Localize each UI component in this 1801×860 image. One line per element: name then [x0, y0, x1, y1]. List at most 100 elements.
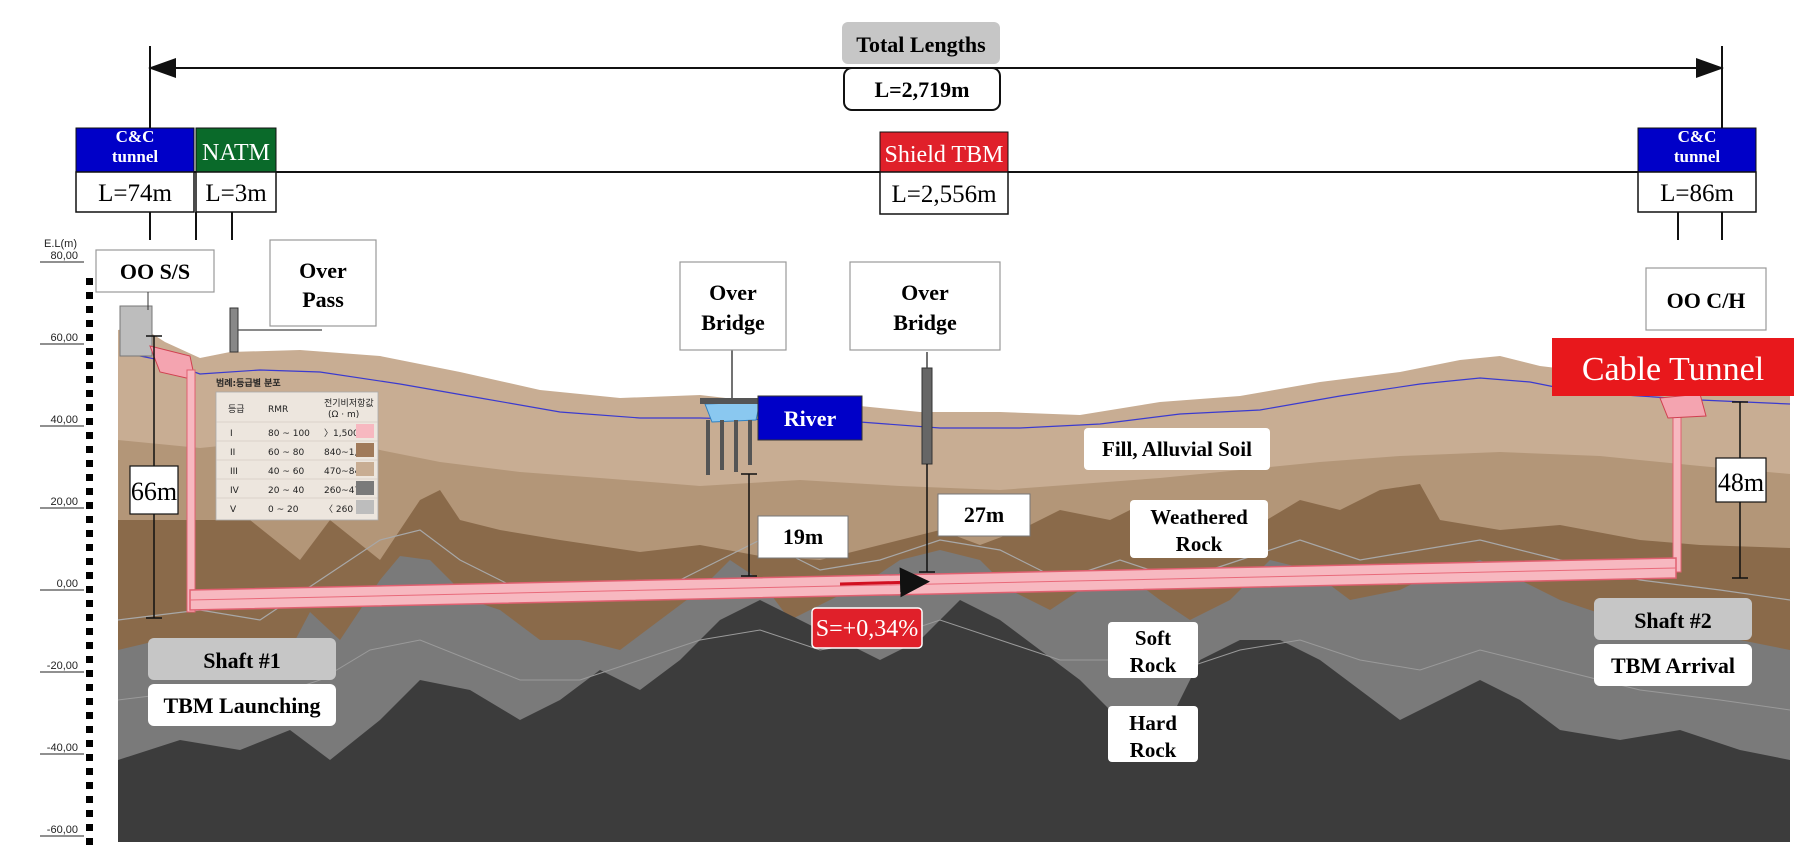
scale-bar-segment — [86, 530, 93, 537]
contour-line — [117, 529, 1791, 621]
scale-bar-segment — [86, 418, 93, 425]
axis-tick-label: 40,00 — [50, 414, 78, 426]
scale-bar-segment — [86, 838, 93, 845]
axis-title: E.L(m) — [44, 238, 77, 250]
legend-title: 범례:등급별 분포 — [216, 377, 281, 389]
total-length-value: L=2,719m — [874, 77, 969, 102]
legend-swatch — [356, 443, 374, 457]
ss-label: OO S/S — [95, 249, 215, 310]
tunnel — [189, 557, 1677, 611]
river-bridge-piers — [700, 350, 764, 475]
over-pass-label: Over Pass — [269, 239, 377, 327]
legend-cell: 470~840 — [324, 467, 366, 477]
slope-text: S=+0,34% — [816, 616, 918, 642]
legend-cell: 80 ~ 100 — [268, 429, 310, 439]
shaft-1 — [119, 305, 196, 613]
scale-bar-segment — [86, 446, 93, 453]
scale-bar-segment — [86, 432, 93, 439]
legend-cell: 〈 260 — [324, 504, 353, 515]
legend-cell: 20 ~ 40 — [268, 486, 304, 496]
cc-left-length: L=74m — [98, 180, 172, 207]
legend-header-rmr: RMR — [268, 405, 288, 415]
axis-tick-label: 20,00 — [50, 496, 78, 508]
scale-bar-segment — [86, 362, 93, 369]
weathered-line-1: Weathered — [1150, 505, 1248, 529]
scale-bar-segment — [86, 726, 93, 733]
hard-line-1: Hard — [1129, 711, 1177, 735]
over-bridge-2-label: Over Bridge — [849, 261, 1001, 351]
scale-bar-segment — [86, 642, 93, 649]
over-pass-line-2: Pass — [302, 287, 344, 312]
shaft-2-label: Shaft #2 TBM Arrival — [1594, 598, 1752, 686]
natm-name: NATM — [202, 140, 270, 166]
natm-length: L=3m — [205, 180, 267, 207]
legend-swatch — [356, 500, 374, 514]
weathered-rock-label: Weathered Rock — [1130, 500, 1268, 558]
river-text: River — [784, 406, 837, 431]
geology-layers — [117, 326, 1791, 842]
fill-soil-text: Fill, Alluvial Soil — [1102, 437, 1252, 461]
legend-cell: IV — [230, 486, 240, 496]
shaft-1-subtitle: TBM Launching — [163, 693, 320, 718]
axis-tick-label: 60,00 — [50, 332, 78, 344]
legend-cell: 60 ~ 80 — [268, 448, 304, 458]
soft-rock-label: Soft Rock — [1108, 622, 1198, 678]
pier — [734, 420, 738, 472]
total-lengths-title: Total Lengths — [856, 32, 986, 57]
river-water — [704, 401, 761, 423]
scale-bar-segment — [86, 334, 93, 341]
dim-48m: 48m — [1715, 401, 1767, 579]
ch-label-text: OO C/H — [1667, 288, 1746, 313]
legend-cell: III — [230, 467, 238, 477]
over-bridge-2-pier — [921, 352, 933, 465]
scale-bar-segment — [86, 600, 93, 607]
over-bridge-2-line-1: Over — [901, 280, 949, 305]
over-bridge-2-line-2: Bridge — [893, 310, 957, 335]
scale-bar-segment — [86, 754, 93, 761]
ss-label-text: OO S/S — [120, 259, 190, 284]
weathered-line-2: Rock — [1176, 532, 1223, 556]
over-bridge-1-label: Over Bridge — [679, 261, 787, 351]
scale-bar-segment — [86, 320, 93, 327]
soft-line-2: Rock — [1130, 653, 1177, 677]
scale-bar-segment — [86, 810, 93, 817]
dim-66m: 66m — [129, 335, 179, 619]
scale-bar-segment — [86, 306, 93, 313]
legend-header-unit: (Ω · m) — [328, 410, 359, 420]
shield-length: L=2,556m — [891, 181, 997, 208]
scale-bar-segment — [86, 698, 93, 705]
scale-bar-segment — [86, 292, 93, 299]
over-pass-line-1: Over — [299, 258, 347, 283]
hard-rock-label: Hard Rock — [1108, 706, 1198, 762]
shield-name: Shield TBM — [885, 142, 1004, 168]
hard-rock-layer — [118, 600, 1790, 842]
scale-bar-segment — [86, 768, 93, 775]
section-natm: NATM L=3m — [195, 127, 277, 240]
legend-cell: V — [230, 505, 237, 515]
dim-27m-text: 27m — [964, 502, 1004, 527]
shaft-1-label: Shaft #1 TBM Launching — [148, 638, 336, 726]
pier — [706, 420, 710, 475]
scale-bar-segment — [86, 740, 93, 747]
shaft-2-column — [1672, 399, 1682, 573]
axis-tick-label: 0,00 — [57, 578, 78, 590]
hard-line-2: Rock — [1130, 738, 1177, 762]
scale-bar-segment — [86, 502, 93, 509]
dim-19m: 19m — [741, 473, 849, 577]
shaft-2 — [1659, 393, 1707, 573]
legend-cell: 0 ~ 20 — [268, 505, 299, 515]
legend-cell: 840~1,500 — [324, 448, 375, 458]
scale-bar-segment — [86, 670, 93, 677]
pier — [748, 420, 752, 465]
legend-cell: 260~470 — [324, 486, 366, 496]
tunnel-centerline — [189, 567, 1677, 601]
legend-header-grade: 등급 — [228, 404, 245, 415]
elevation-axis: E.L(m) 80,0060,0040,0020,000,00-20,00-40… — [40, 238, 93, 845]
scale-bar-segment — [86, 474, 93, 481]
dim-19m-text: 19m — [783, 524, 823, 549]
